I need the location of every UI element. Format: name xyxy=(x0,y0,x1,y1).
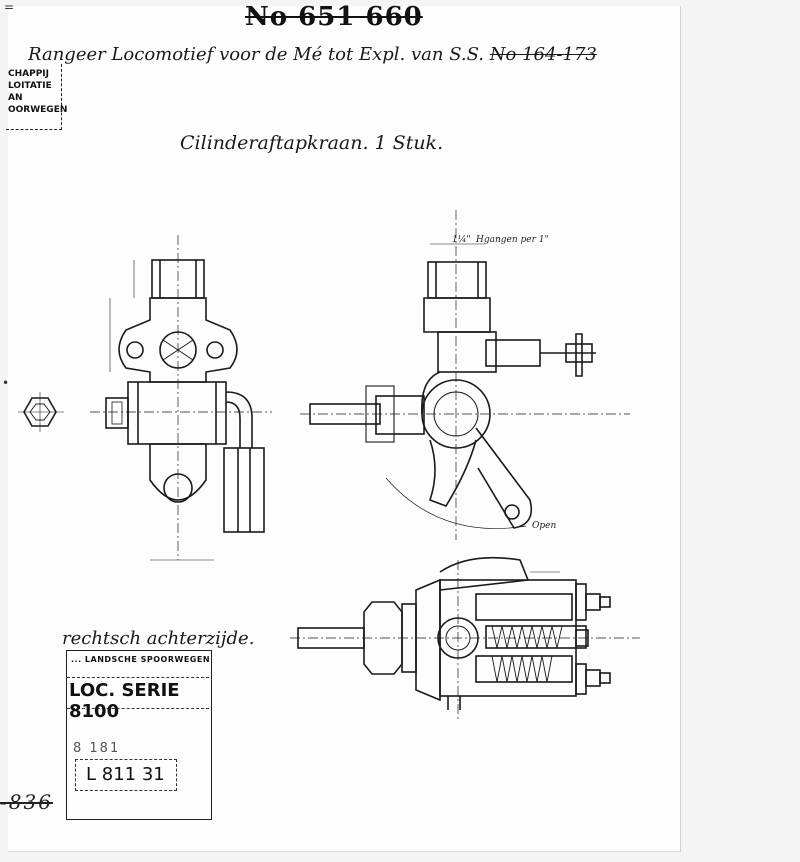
part-title: Cilinderaftapkraan. 1 Stuk. xyxy=(180,132,444,154)
series-label: LOC. SERIE 8100 xyxy=(69,680,180,722)
drawing-number: No 651 660 xyxy=(245,2,423,32)
header-text: Rangeer Locomotief voor de Mé tot Expl. … xyxy=(28,44,485,65)
side-view xyxy=(300,210,630,540)
header-title: Rangeer Locomotief voor de Mé tot Expl. … xyxy=(28,44,597,65)
ref-box: L 811 31 xyxy=(75,759,177,791)
series-box: LOC. SERIE 8100 xyxy=(67,677,209,722)
stamp-line: LOITATIE xyxy=(8,81,52,91)
margin-tick: • xyxy=(2,376,10,390)
ownership-stamp: CHAPPIJ LOITATIE AN OORWEGEN xyxy=(6,64,68,130)
margin-tick: = xyxy=(4,0,15,14)
header-struck-number: No 164-173 xyxy=(489,44,597,65)
plan-view xyxy=(290,556,640,720)
view-label: rechtsch achterzijde. xyxy=(62,628,255,649)
open-label: Open xyxy=(532,521,556,531)
thread-size-note: 1¼" xyxy=(452,234,471,245)
front-view xyxy=(18,235,272,561)
stamp-line: CHAPPIJ xyxy=(8,69,49,79)
archive-ref: L 811 31 xyxy=(86,764,165,785)
faint-code: 8 181 xyxy=(73,741,121,756)
stamp-line: OORWEGEN xyxy=(8,105,68,115)
archive-org: ... LANDSCHE SPOORWEGEN xyxy=(71,655,211,664)
bottom-scribble: -836 xyxy=(0,790,53,814)
thread-note: Hgangen per 1" xyxy=(475,235,549,245)
drawing-sheet xyxy=(8,6,681,852)
stamp-line: AN xyxy=(8,93,23,103)
archive-stamp: ... LANDSCHE SPOORWEGEN LOC. SERIE 8100 … xyxy=(66,650,212,820)
